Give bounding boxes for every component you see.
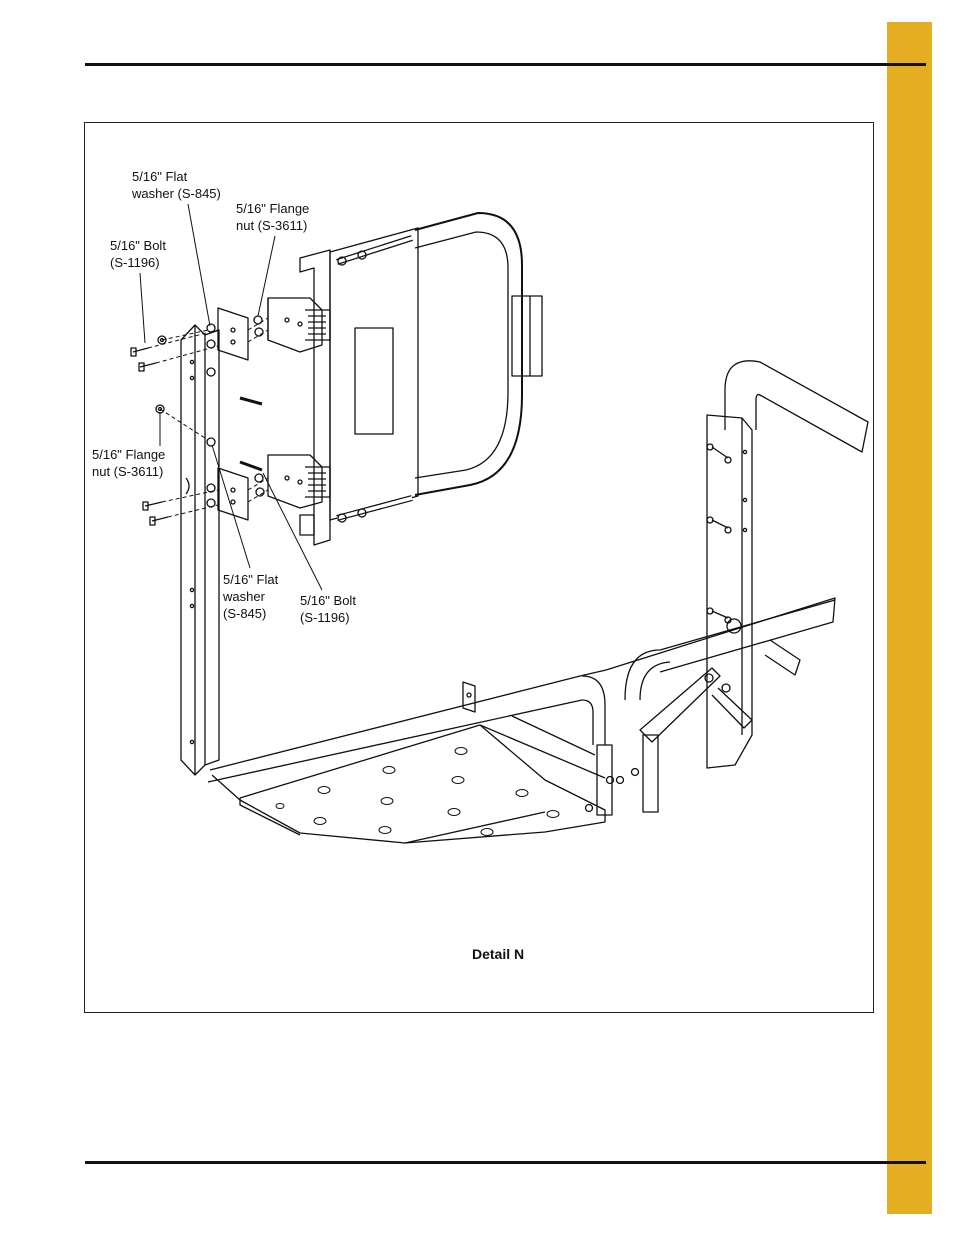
platform bbox=[211, 724, 606, 844]
footer-rule bbox=[85, 1161, 926, 1164]
figure-caption: Detail N bbox=[472, 946, 525, 962]
callout-flange-nut-top: 5/16" Flange nut (S-3611) bbox=[236, 201, 310, 233]
gate-tube-inner bbox=[414, 231, 509, 479]
callout-bolt-bottom: 5/16" Bolt (S-1196) bbox=[300, 593, 356, 625]
upper-right-rail bbox=[724, 360, 869, 453]
gate-label-plate bbox=[354, 327, 394, 435]
mount-plate-lower bbox=[217, 467, 249, 521]
gate-tube bbox=[414, 212, 523, 496]
header-rule bbox=[85, 63, 926, 66]
mount-plate-upper bbox=[217, 307, 249, 361]
callout-flange-nut-left: 5/16" Flange nut (S-3611) bbox=[92, 447, 166, 479]
long-rail bbox=[209, 597, 836, 771]
callout-bolt-top: 5/16" Bolt (S-1196) bbox=[110, 238, 166, 270]
section-tab bbox=[887, 22, 932, 1214]
callout-flat-washer-top: 5/16" Flat washer (S-845) bbox=[132, 169, 221, 201]
hinge-lower bbox=[267, 454, 323, 509]
figure-frame bbox=[84, 122, 874, 1013]
latch-plate bbox=[511, 295, 543, 377]
callout-flat-washer-bottom: 5/16" Flat washer (S-845) bbox=[223, 572, 279, 621]
